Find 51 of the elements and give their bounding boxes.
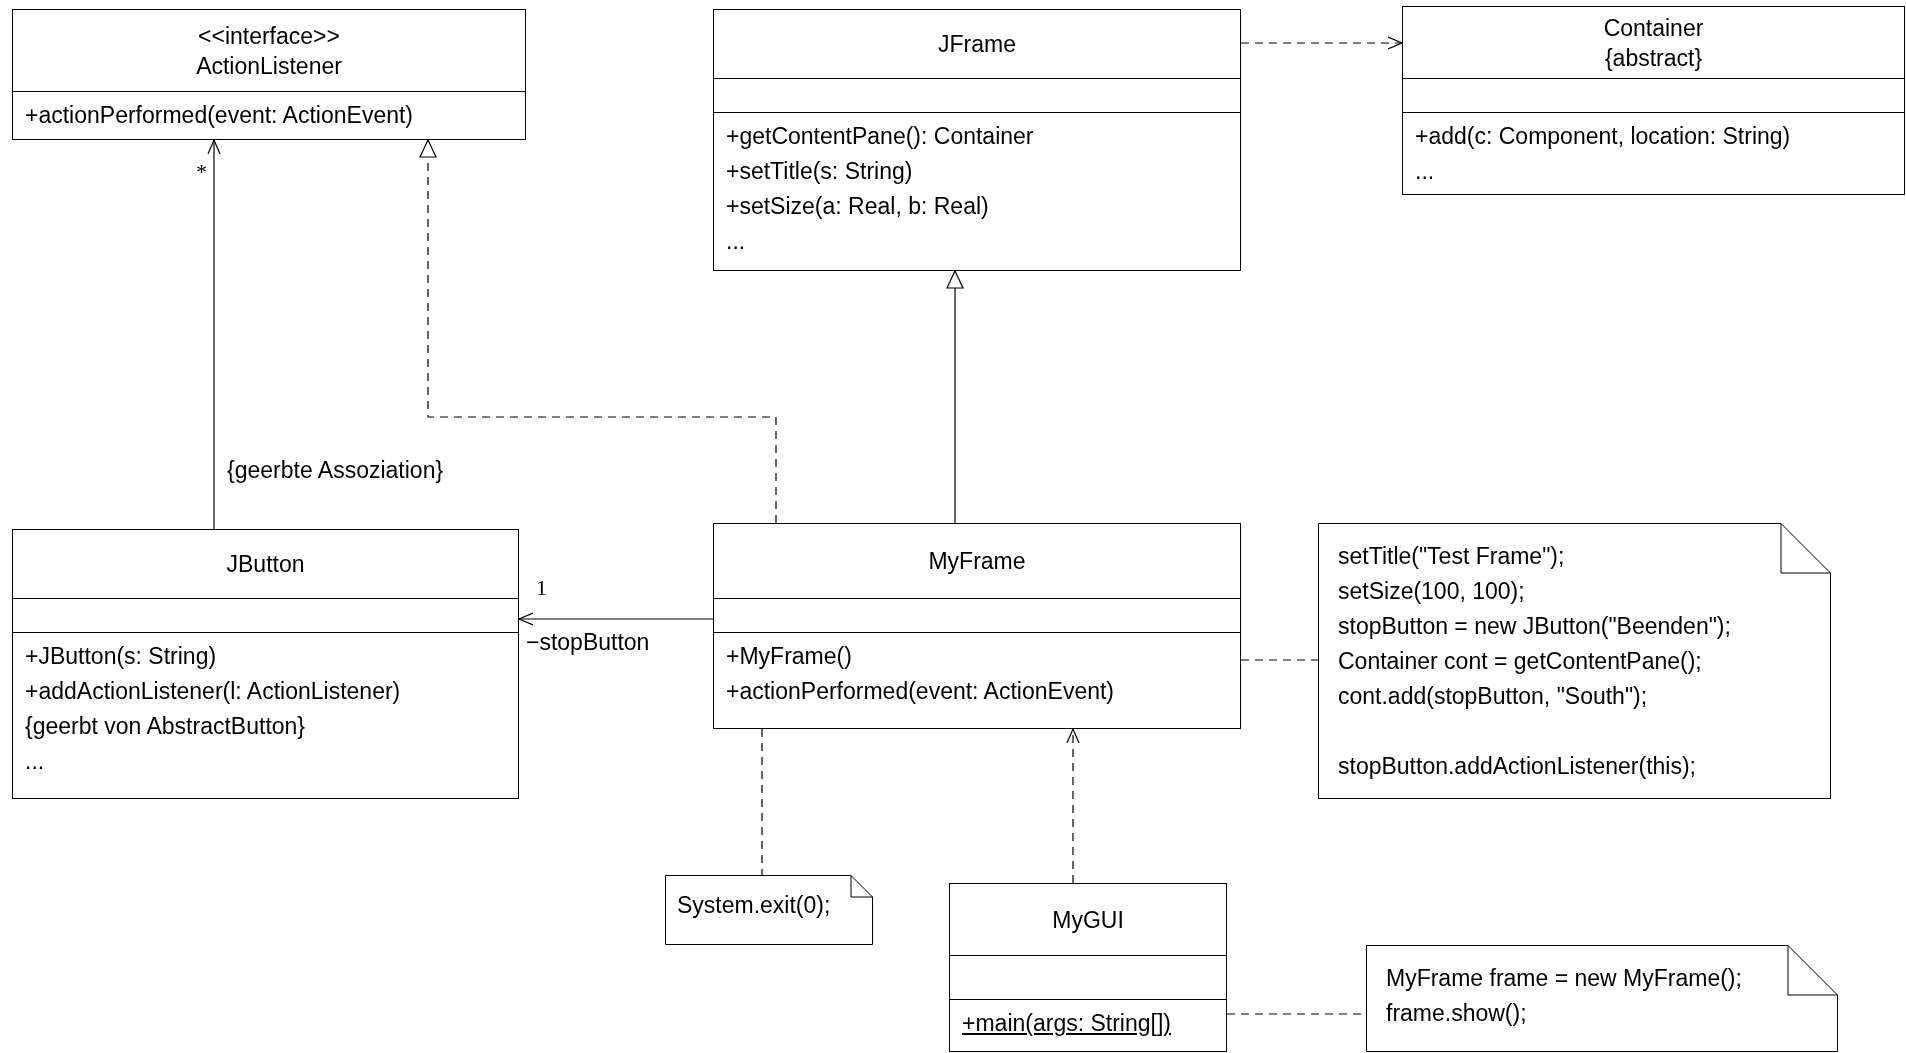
operation-text: ... bbox=[25, 747, 45, 776]
note-anchor-line bbox=[761, 728, 763, 876]
class-box bbox=[1402, 6, 1905, 195]
stereotype: Container bbox=[1603, 13, 1704, 43]
stereotype: <<interface>> bbox=[198, 21, 340, 51]
note-anchor-line bbox=[1240, 659, 1319, 661]
multiplicity-label: * bbox=[196, 158, 207, 186]
note-text: stopButton.addActionListener(this); bbox=[1338, 752, 1696, 781]
operation-text: +JButton(s: String) bbox=[25, 642, 217, 671]
note-text: setTitle("Test Frame"); bbox=[1338, 542, 1565, 571]
note-text: stopButton = new JButton("Beenden"); bbox=[1338, 612, 1731, 641]
note-text: frame.show(); bbox=[1386, 999, 1527, 1028]
operation-text: {geerbt von AbstractButton} bbox=[25, 712, 306, 741]
class-box bbox=[949, 883, 1227, 1052]
note-text: System.exit(0); bbox=[677, 891, 831, 919]
note-text: MyFrame frame = new MyFrame(); bbox=[1386, 964, 1742, 993]
class-name: {abstract} bbox=[1604, 43, 1703, 73]
class-box bbox=[12, 529, 519, 799]
note-text: setSize(100, 100); bbox=[1338, 577, 1525, 606]
operation-text: +setSize(a: Real, b: Real) bbox=[726, 192, 989, 221]
class-name: JFrame bbox=[938, 30, 1016, 59]
note-box bbox=[1318, 523, 1831, 799]
dependency-arrow bbox=[1066, 728, 1080, 884]
operation-text: +MyFrame() bbox=[726, 642, 852, 671]
operation-text: +actionPerformed(event: ActionEvent) bbox=[25, 101, 413, 130]
generalization-arrow bbox=[946, 270, 964, 524]
note-box bbox=[665, 875, 873, 945]
operation-text: +add(c: Component, location: String) bbox=[1415, 122, 1791, 151]
operation-text: ... bbox=[1415, 157, 1435, 186]
class-name: MyFrame bbox=[928, 547, 1026, 576]
class-box bbox=[713, 523, 1241, 729]
realization-arrow bbox=[419, 139, 777, 524]
operation-text: +setTitle(s: String) bbox=[726, 157, 913, 186]
class-name: ActionListener bbox=[196, 51, 342, 81]
operation-text: +main(args: String[]) bbox=[962, 1009, 1171, 1038]
note-text: Container cont = getContentPane(); bbox=[1338, 647, 1702, 676]
multiplicity-label: 1 bbox=[536, 574, 547, 602]
operation-text: +getContentPane(): Container bbox=[726, 122, 1034, 151]
operation-text: +addActionListener(l: ActionListener) bbox=[25, 677, 401, 706]
class-box bbox=[713, 9, 1241, 271]
operation-text: +actionPerformed(event: ActionEvent) bbox=[726, 677, 1114, 706]
note-box bbox=[1366, 945, 1838, 1052]
class-name: JButton bbox=[226, 550, 305, 579]
dependency-arrow bbox=[1240, 36, 1403, 50]
operation-text: ... bbox=[726, 227, 746, 256]
class-box bbox=[12, 9, 526, 140]
note-text: cont.add(stopButton, "South"); bbox=[1338, 682, 1648, 711]
association-arrow bbox=[207, 139, 221, 530]
association-arrow bbox=[518, 612, 714, 626]
multiplicity-label: −stopButton bbox=[526, 628, 650, 656]
class-name: MyGUI bbox=[1052, 905, 1124, 935]
